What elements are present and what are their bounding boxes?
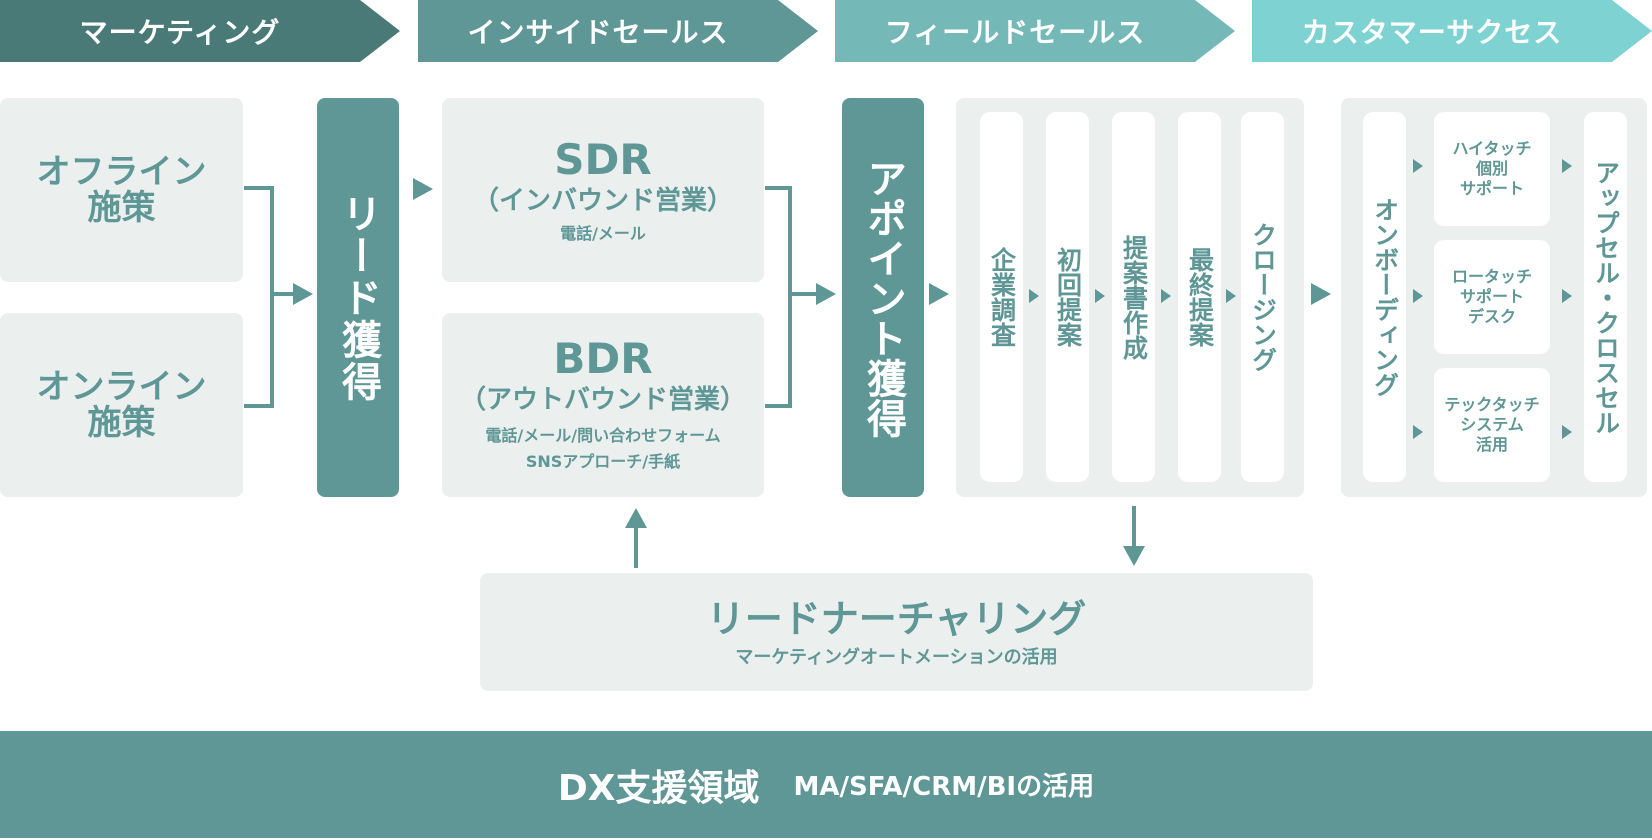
- nurturing-subtitle: マーケティングオートメーションの活用: [735, 647, 1058, 668]
- arrow-right-icon: [929, 283, 949, 305]
- dx-support-bar: DX支援領域 MA/SFA/CRM/BIの活用: [0, 731, 1652, 838]
- stage-marketing: マーケティング: [0, 0, 400, 62]
- upsell-column: アップセル・クロスセル: [1584, 112, 1627, 482]
- bdr-detail: 電話/メール/問い合わせフォーム SNSアプローチ/手紙: [485, 426, 721, 471]
- dx-subtitle: MA/SFA/CRM/BIの活用: [793, 772, 1095, 802]
- arrow-right-icon: [1413, 159, 1423, 173]
- appointment-box: アポイント獲得: [842, 98, 924, 497]
- arrow-right-icon: [1562, 289, 1572, 303]
- field-step-final-proposal: 最終提案: [1178, 112, 1221, 482]
- offline-measures-label: オフライン 施策: [36, 152, 207, 228]
- field-step-label: 初回提案: [1053, 247, 1083, 347]
- support-tech-touch: テックタッチ システム 活用: [1434, 368, 1550, 482]
- support-label: ロータッチ サポート デスク: [1451, 267, 1532, 326]
- arrow-down-icon: [1123, 546, 1145, 566]
- stage-label: インサイドセールス: [467, 16, 729, 49]
- sdr-title: SDR: [554, 135, 652, 184]
- arrow-right-icon: [1413, 425, 1423, 439]
- support-low-touch: ロータッチ サポート デスク: [1434, 240, 1550, 354]
- lead-nurturing-box: リードナーチャリング マーケティングオートメーションの活用: [480, 573, 1313, 691]
- field-step-company-research: 企業調査: [980, 112, 1023, 482]
- stage-inside-sales: インサイドセールス: [418, 0, 818, 62]
- upsell-label: アップセル・クロスセル: [1591, 159, 1621, 435]
- onboarding-column: オンボーディング: [1363, 112, 1406, 482]
- sdr-box: SDR （インバウンド営業） 電話/メール: [442, 98, 764, 282]
- arrow-right-icon: [816, 283, 836, 305]
- bdr-subtitle: （アウトバウンド営業）: [459, 385, 746, 415]
- arrow-right-icon: [1311, 283, 1331, 305]
- lead-acquisition-box: リード獲得: [317, 98, 399, 497]
- field-step-closing: クロージング: [1241, 112, 1284, 482]
- field-step-label: 企業調査: [987, 247, 1017, 347]
- field-step-label: 提案書作成: [1119, 234, 1149, 360]
- lead-acquisition-label: リード獲得: [335, 192, 381, 403]
- arrow-right-icon: [1161, 289, 1171, 303]
- inside-sales-bracket: [765, 186, 792, 408]
- marketing-bracket: [244, 186, 274, 408]
- bdr-box: BDR （アウトバウンド営業） 電話/メール/問い合わせフォーム SNSアプロー…: [442, 313, 764, 497]
- sdr-subtitle: （インバウンド営業）: [472, 186, 733, 216]
- field-step-label: クロージング: [1248, 222, 1278, 372]
- support-label: テックタッチ システム 活用: [1444, 395, 1540, 454]
- dx-title: DX支援領域: [557, 767, 760, 809]
- arrow-right-icon: [1029, 289, 1039, 303]
- online-measures-box: オンライン 施策: [0, 313, 243, 497]
- arrow-right-icon: [1413, 289, 1423, 303]
- field-step-label: 最終提案: [1185, 247, 1215, 347]
- onboarding-label: オンボーディング: [1370, 197, 1400, 397]
- arrow-right-icon: [1562, 159, 1572, 173]
- stage-field-sales: フィールドセールス: [835, 0, 1235, 62]
- arrow-right-icon: [413, 178, 433, 200]
- arrow-up-icon: [625, 508, 647, 528]
- online-measures-label: オンライン 施策: [36, 367, 207, 443]
- bdr-title: BDR: [553, 334, 653, 383]
- sdr-detail: 電話/メール: [560, 224, 646, 243]
- stage-label: カスタマーサクセス: [1301, 16, 1563, 49]
- support-high-touch: ハイタッチ 個別 サポート: [1434, 112, 1550, 226]
- arrow-right-icon: [1095, 289, 1105, 303]
- arrow-right-icon: [293, 283, 313, 305]
- arrow-right-icon: [1226, 289, 1236, 303]
- stage-customer-success: カスタマーサクセス: [1252, 0, 1652, 62]
- nurturing-title: リードナーチャリング: [706, 597, 1087, 641]
- support-label: ハイタッチ 個別 サポート: [1452, 139, 1532, 198]
- stage-label: マーケティング: [79, 16, 281, 49]
- offline-measures-box: オフライン 施策: [0, 98, 243, 282]
- arrow-right-icon: [1562, 425, 1572, 439]
- field-step-proposal-writing: 提案書作成: [1112, 112, 1155, 482]
- stage-label: フィールドセールス: [884, 16, 1146, 49]
- appointment-label: アポイント獲得: [860, 157, 906, 438]
- field-step-initial-proposal: 初回提案: [1046, 112, 1089, 482]
